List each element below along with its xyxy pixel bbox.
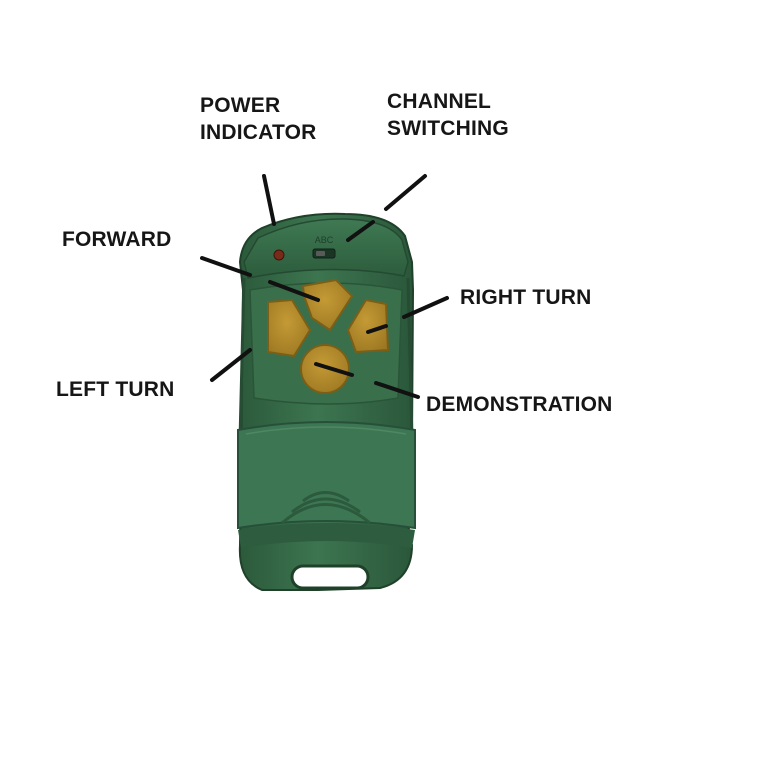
label-forward: FORWARD bbox=[62, 228, 172, 251]
label-channel-line1: CHANNEL bbox=[387, 90, 492, 113]
leader-forward bbox=[200, 256, 252, 277]
switch-marking: ABC bbox=[315, 235, 334, 245]
leader-lines bbox=[200, 174, 449, 399]
label-power-indicator: POWER INDICATOR bbox=[200, 92, 317, 146]
left-turn-button[interactable] bbox=[267, 298, 312, 358]
label-left-turn: LEFT TURN bbox=[56, 378, 175, 401]
leader-right bbox=[402, 296, 449, 319]
right-turn-button[interactable] bbox=[346, 298, 390, 354]
leader-right-inner bbox=[366, 324, 388, 334]
battery-cover bbox=[237, 421, 416, 548]
signal-arc-small bbox=[302, 491, 350, 503]
label-channel-switching: CHANNEL SWITCHING bbox=[387, 88, 509, 142]
signal-arc-large bbox=[281, 503, 371, 525]
signal-arc-medium bbox=[291, 497, 361, 514]
label-channel-line2: SWITCHING bbox=[387, 117, 509, 140]
label-demonstration: DEMONSTRATION bbox=[426, 393, 613, 416]
leader-demo bbox=[374, 381, 420, 399]
leader-channel-inner bbox=[346, 220, 375, 242]
label-power-line2: INDICATOR bbox=[200, 121, 317, 144]
keyring-loop bbox=[290, 564, 370, 590]
leader-forward-inner bbox=[268, 280, 320, 302]
leader-power bbox=[262, 174, 276, 226]
leader-channel bbox=[384, 174, 427, 211]
label-power-line1: POWER bbox=[200, 94, 281, 117]
channel-switch[interactable]: ABC bbox=[312, 235, 336, 259]
leader-demo-inner bbox=[314, 362, 354, 377]
leader-left bbox=[210, 348, 252, 382]
power-indicator-led bbox=[273, 249, 285, 261]
demonstration-button[interactable] bbox=[300, 344, 350, 394]
label-right-turn: RIGHT TURN bbox=[460, 286, 592, 309]
